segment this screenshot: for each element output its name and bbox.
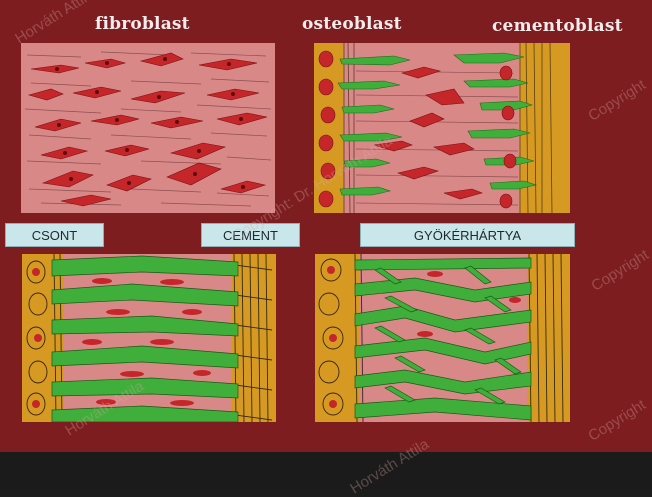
heading-fibroblast: fibroblast (95, 14, 190, 34)
cement-label: CEMENT (201, 223, 300, 247)
watermark-copyright-right-3: Copyright (585, 396, 648, 444)
heading-osteoblast: osteoblast (302, 14, 402, 34)
watermark-copyright-right-2: Copyright (588, 246, 651, 294)
watermark-author-top: Horváth Attila (12, 0, 97, 47)
fibroblast-illustration (21, 43, 275, 213)
csont-label: CSONT (5, 223, 104, 247)
watermark-copyright-right-1: Copyright (585, 76, 648, 124)
csont-cement-panel (22, 254, 276, 422)
osteoblast-cementoblast-illustration (314, 43, 570, 213)
fibroblast-panel (21, 43, 275, 213)
slide-background: fibroblast osteoblast cementoblast (0, 0, 652, 452)
osteoblast-cementoblast-panel (314, 43, 570, 213)
gyokerhartya-panel (315, 254, 570, 422)
bottom-band: Horváth Attila (0, 452, 652, 490)
gyokerhartya-label: GYÖKÉRHÁRTYA (360, 223, 575, 247)
gyokerhartya-illustration (315, 254, 570, 422)
csont-cement-illustration (22, 254, 276, 422)
heading-cementoblast: cementoblast (492, 16, 623, 36)
